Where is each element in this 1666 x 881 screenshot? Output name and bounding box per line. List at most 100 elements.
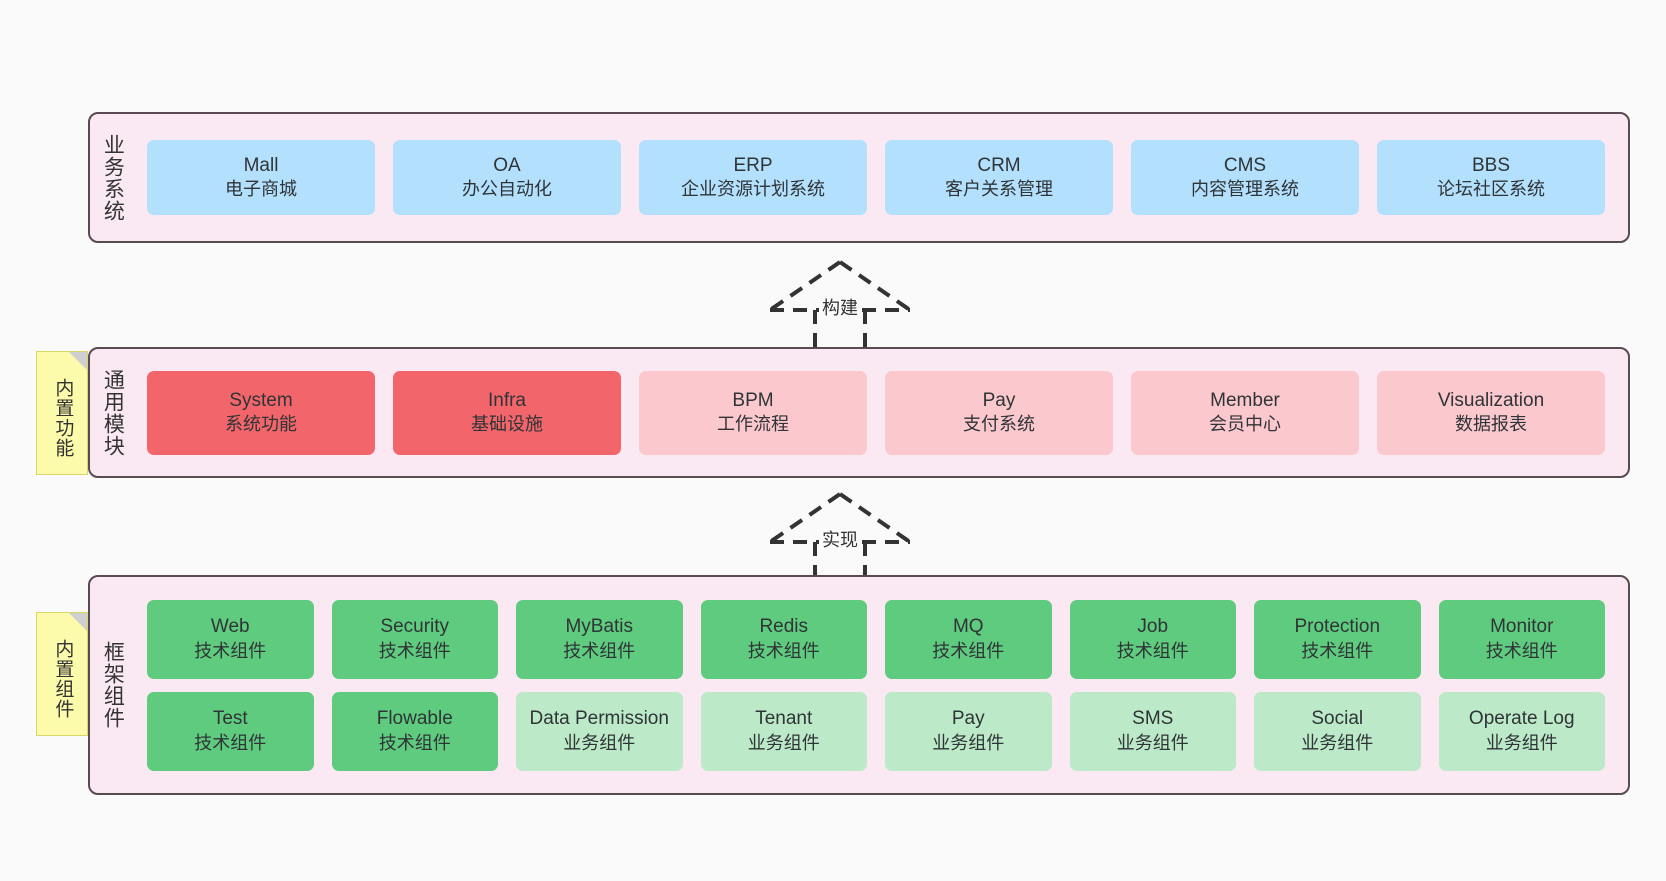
node-flowable-desc: 技术组件	[378, 732, 451, 753]
node-infra-desc: 基础设施	[471, 414, 543, 435]
node-bbs-name: BBS	[1471, 154, 1511, 176]
node-data-permission-name: Data Permission	[529, 708, 669, 730]
node-protection-desc: 技术组件	[1301, 640, 1374, 661]
node-mq-name: MQ	[952, 616, 984, 638]
node-mybatis-name: MyBatis	[565, 616, 634, 638]
node-social-name: Social	[1311, 708, 1364, 730]
node-oa-desc: 办公自动化	[462, 179, 552, 200]
node-oa-name: OA	[493, 154, 521, 176]
node-crm-desc: 客户关系管理	[945, 179, 1053, 200]
node-bpm-name: BPM	[732, 389, 774, 411]
node-pay-module[interactable]: Pay 支付系统	[885, 370, 1113, 455]
node-mall[interactable]: Mall 电子商城	[147, 140, 375, 215]
node-tenant-desc: 业务组件	[747, 732, 820, 753]
node-flowable-name: Flowable	[376, 708, 453, 730]
connector-implement: 实现	[760, 490, 920, 585]
note-builtin-functions-label: 内置功能	[52, 378, 74, 458]
node-sms-desc: 业务组件	[1116, 732, 1189, 753]
node-test-desc: 技术组件	[194, 732, 267, 753]
node-bpm-desc: 工作流程	[717, 414, 789, 435]
node-pay-component-name: Pay	[951, 708, 985, 730]
node-mq[interactable]: MQ 技术组件	[885, 599, 1052, 679]
node-pay-module-desc: 支付系统	[963, 414, 1035, 435]
node-security[interactable]: Security 技术组件	[331, 599, 498, 679]
node-visualization-desc: 数据报表	[1455, 414, 1527, 435]
node-cms[interactable]: CMS 内容管理系统	[1131, 140, 1359, 215]
node-social-desc: 业务组件	[1301, 732, 1374, 753]
connector-build: 构建	[760, 258, 920, 353]
node-bbs[interactable]: BBS 论坛社区系统	[1377, 140, 1605, 215]
node-erp-desc: 企业资源计划系统	[681, 179, 825, 200]
node-bbs-desc: 论坛社区系统	[1437, 179, 1545, 200]
node-security-name: Security	[380, 616, 450, 638]
node-protection[interactable]: Protection 技术组件	[1254, 599, 1421, 679]
node-job-name: Job	[1137, 616, 1169, 638]
node-pay-component[interactable]: Pay 业务组件	[885, 691, 1052, 771]
node-mybatis-desc: 技术组件	[563, 640, 636, 661]
node-member[interactable]: Member 会员中心	[1131, 370, 1359, 455]
node-security-desc: 技术组件	[378, 640, 451, 661]
node-operate-log[interactable]: Operate Log 业务组件	[1438, 691, 1605, 771]
layer-modules-title: 通用模块	[101, 368, 125, 457]
note-builtin-components-label: 内置组件	[52, 639, 74, 719]
node-monitor-desc: 技术组件	[1485, 640, 1558, 661]
node-visualization-name: Visualization	[1437, 389, 1545, 411]
node-data-permission[interactable]: Data Permission 业务组件	[516, 691, 683, 771]
node-monitor-name: Monitor	[1490, 616, 1554, 638]
connector-build-label: 构建	[819, 294, 861, 320]
node-operate-log-desc: 业务组件	[1485, 732, 1558, 753]
node-test[interactable]: Test 技术组件	[147, 691, 314, 771]
layer-framework-components: 框架组件 Web 技术组件 Security 技术组件 MyBatis 技术组件…	[88, 575, 1630, 795]
note-fold-corner-icon	[69, 613, 87, 631]
node-sms[interactable]: SMS 业务组件	[1069, 691, 1236, 771]
node-member-name: Member	[1210, 389, 1280, 411]
framework-row-business: Test 技术组件 Flowable 技术组件 Data Permission …	[138, 691, 1614, 771]
layer-business-title: 业务系统	[101, 133, 125, 222]
node-web-desc: 技术组件	[194, 640, 267, 661]
node-job-desc: 技术组件	[1116, 640, 1189, 661]
node-web[interactable]: Web 技术组件	[147, 599, 314, 679]
node-web-name: Web	[210, 616, 250, 638]
layer-modules-nodes: System 系统功能 Infra 基础设施 BPM 工作流程 Pay 支付系统…	[134, 349, 1628, 476]
node-crm-name: CRM	[977, 154, 1021, 176]
node-mq-desc: 技术组件	[932, 640, 1005, 661]
connector-implement-label: 实现	[819, 526, 861, 552]
layer-common-modules: 通用模块 System 系统功能 Infra 基础设施 BPM 工作流程 Pay…	[88, 347, 1630, 478]
node-job[interactable]: Job 技术组件	[1069, 599, 1236, 679]
node-sms-name: SMS	[1132, 708, 1174, 730]
node-erp[interactable]: ERP 企业资源计划系统	[639, 140, 867, 215]
node-mybatis[interactable]: MyBatis 技术组件	[516, 599, 683, 679]
node-cms-desc: 内容管理系统	[1191, 179, 1299, 200]
layer-framework-title: 框架组件	[101, 641, 125, 729]
node-crm[interactable]: CRM 客户关系管理	[885, 140, 1113, 215]
node-visualization[interactable]: Visualization 数据报表	[1377, 370, 1605, 455]
node-monitor[interactable]: Monitor 技术组件	[1438, 599, 1605, 679]
framework-row-technical: Web 技术组件 Security 技术组件 MyBatis 技术组件 Redi…	[138, 599, 1614, 679]
node-member-desc: 会员中心	[1209, 414, 1281, 435]
node-bpm[interactable]: BPM 工作流程	[639, 370, 867, 455]
node-protection-name: Protection	[1294, 616, 1381, 638]
node-redis[interactable]: Redis 技术组件	[700, 599, 867, 679]
node-oa[interactable]: OA 办公自动化	[393, 140, 621, 215]
note-fold-corner-icon	[69, 352, 87, 370]
node-social[interactable]: Social 业务组件	[1254, 691, 1421, 771]
node-redis-name: Redis	[759, 616, 809, 638]
node-mall-desc: 电子商城	[225, 179, 297, 200]
node-redis-desc: 技术组件	[747, 640, 820, 661]
node-system[interactable]: System 系统功能	[147, 370, 375, 455]
node-tenant-name: Tenant	[755, 708, 813, 730]
layer-framework-nodes: Web 技术组件 Security 技术组件 MyBatis 技术组件 Redi…	[134, 577, 1628, 793]
node-infra[interactable]: Infra 基础设施	[393, 370, 621, 455]
note-builtin-functions: 内置功能	[36, 351, 88, 475]
node-test-name: Test	[212, 708, 248, 730]
node-mall-name: Mall	[243, 154, 279, 176]
layer-business-systems: 业务系统 Mall 电子商城 OA 办公自动化 ERP 企业资源计划系统 CRM…	[88, 112, 1630, 243]
node-cms-name: CMS	[1223, 154, 1267, 176]
node-pay-component-desc: 业务组件	[932, 732, 1005, 753]
node-tenant[interactable]: Tenant 业务组件	[700, 691, 867, 771]
layer-business-nodes: Mall 电子商城 OA 办公自动化 ERP 企业资源计划系统 CRM 客户关系…	[134, 114, 1628, 241]
node-flowable[interactable]: Flowable 技术组件	[331, 691, 498, 771]
node-operate-log-name: Operate Log	[1468, 708, 1575, 730]
node-data-permission-desc: 业务组件	[563, 732, 636, 753]
